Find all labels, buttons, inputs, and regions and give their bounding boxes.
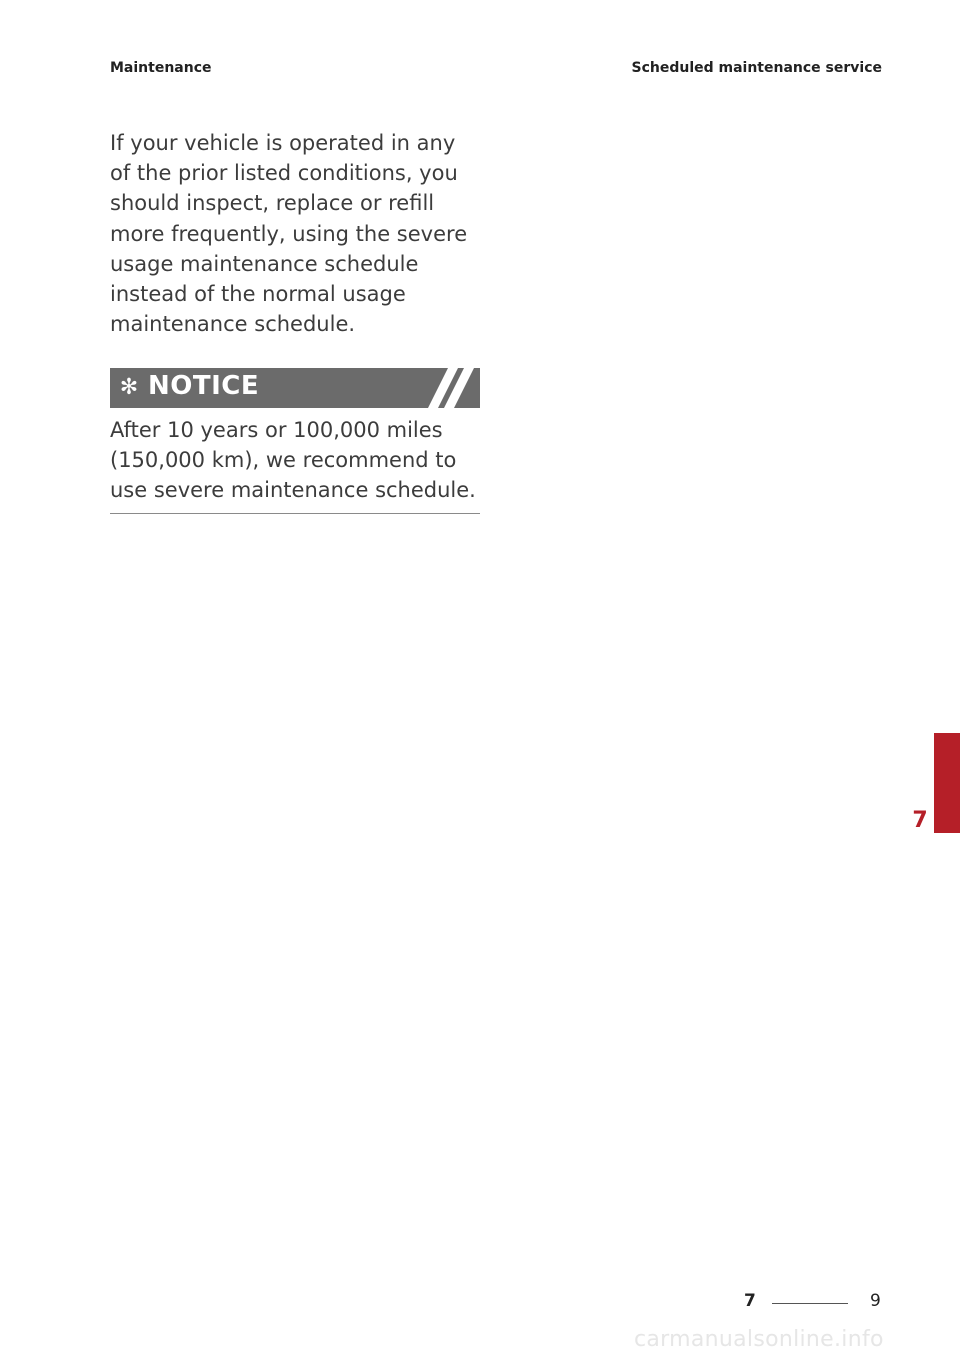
notice-title: NOTICE: [148, 371, 260, 401]
subsection-header: Scheduled maintenance service: [631, 60, 882, 76]
notice-text: After 10 years or 100,000 miles (150,000…: [110, 418, 476, 502]
asterisk-icon: ✻: [119, 375, 139, 400]
chapter-number: 7: [912, 808, 928, 833]
footer-divider: [772, 1303, 848, 1304]
footer-chapter-number: 7: [744, 1291, 756, 1311]
notice-stripes: [410, 368, 480, 408]
watermark: carmanualsonline.info: [634, 1327, 884, 1352]
section-header: Maintenance: [110, 60, 212, 76]
notice-bar: ✻ NOTICE: [110, 368, 480, 408]
chapter-tab: [934, 733, 960, 833]
body-paragraph: If your vehicle is operated in any of th…: [110, 131, 468, 337]
page-number: 9: [870, 1291, 881, 1311]
notice-divider: [110, 513, 480, 514]
